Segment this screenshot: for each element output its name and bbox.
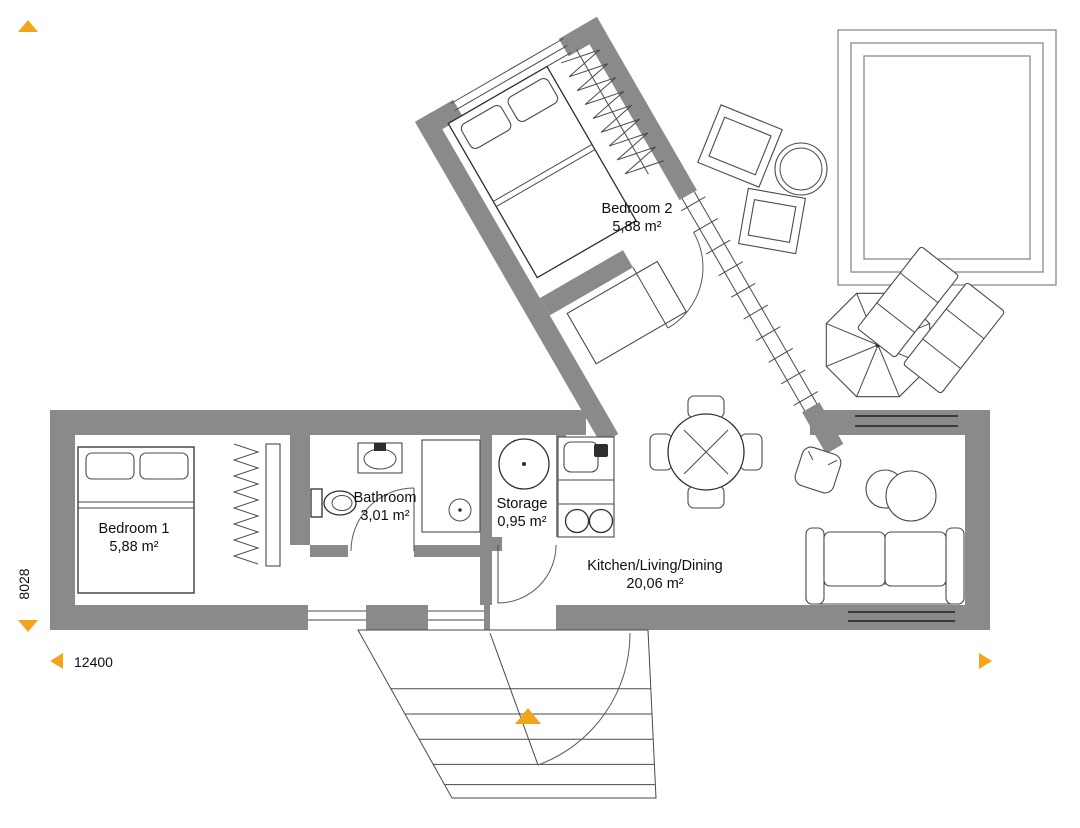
entrance-deck-stairs [357, 629, 657, 799]
dimension-arrow-right-icon [979, 653, 992, 669]
storage-south-stub [492, 537, 502, 551]
storage-label: Storage 0,95 m² [497, 496, 548, 530]
left-wall [50, 410, 75, 630]
vertical-dimension: 8028 [16, 20, 38, 632]
kitchen-living-dining-area: 20,06 m² [626, 576, 683, 592]
bedroom1-name: Bedroom 1 [99, 521, 170, 537]
top-wall-left [50, 410, 586, 435]
bedroom2-left-wall [415, 111, 619, 445]
window-bottom-1 [308, 610, 366, 621]
bottom-wall-1 [50, 605, 308, 630]
storage-door [497, 544, 557, 604]
dimension-arrow-left-icon [50, 653, 63, 669]
kitchen-living-dining-label: Kitchen/Living/Dining 20,06 m² [587, 558, 722, 592]
entrance-arrow-icon [515, 708, 541, 724]
entrance-door [489, 632, 631, 766]
cooktop-burner-1 [564, 508, 590, 534]
bathroom-name: Bathroom [354, 490, 417, 506]
kitchen-counter [557, 436, 615, 538]
kitchen-living-dining-name: Kitchen/Living/Dining [587, 558, 722, 574]
kitchen-sink [563, 441, 599, 473]
bedroom1-bathroom-wall [290, 435, 310, 545]
bathroom-south-wall-b [414, 545, 482, 557]
bottom-wall-2 [366, 605, 428, 630]
bathroom-sink [357, 442, 403, 474]
bathroom-door [350, 487, 415, 552]
dimension-arrow-down-icon [18, 620, 38, 632]
dining-set [649, 395, 763, 509]
outdoor-chair-2 [737, 187, 807, 255]
bathroom-storage-wall [480, 435, 492, 605]
bedroom2-top-wall-stub-left [415, 99, 464, 140]
bedroom1-label: Bedroom 1 5,88 m² [99, 521, 170, 555]
bedroom2-door [632, 232, 704, 329]
cooktop-burner-2 [588, 508, 614, 534]
hall-desk [566, 260, 687, 365]
bedroom1-area: 5,88 m² [109, 539, 158, 555]
main-wing-walls [50, 410, 990, 630]
side-tables [865, 469, 937, 522]
bedroom2-label: Bedroom 2 5,88 m² [602, 201, 673, 235]
sun-lounger-1 [857, 246, 959, 358]
top-wall-right [810, 410, 990, 435]
bedroom2-wardrobe [560, 49, 664, 175]
sofa [805, 527, 965, 605]
floor-cushion [794, 446, 842, 494]
water-heater [498, 438, 550, 490]
window-living-south [848, 611, 955, 622]
bedroom1-wardrobe [232, 443, 281, 567]
bathroom-south-wall-a [310, 545, 348, 557]
storage-name: Storage [497, 496, 548, 512]
outdoor-chair-1 [697, 104, 783, 188]
height-dimension-label: 8028 [16, 568, 32, 599]
dimension-arrow-up-icon [18, 20, 38, 32]
sun-lounger-2 [903, 282, 1005, 394]
outdoor-table [774, 142, 828, 196]
window-bottom-2 [428, 610, 484, 621]
terrace-glass-door [680, 191, 819, 412]
width-dimension-label: 12400 [74, 654, 113, 670]
bottom-wall-4 [556, 605, 990, 630]
bathroom-label: Bathroom 3,01 m² [354, 490, 417, 524]
bedroom2-partition-wall [539, 250, 633, 316]
bedroom2-bed [447, 65, 637, 279]
bathroom-area: 3,01 m² [360, 508, 409, 524]
bottom-wall-3 [484, 605, 490, 630]
right-wall [965, 410, 990, 630]
bedroom1-bed [77, 446, 195, 594]
bedroom2-name: Bedroom 2 [602, 201, 673, 217]
storage-area: 0,95 m² [497, 514, 546, 530]
shower [421, 439, 481, 533]
bedroom2-right-wall [579, 16, 697, 201]
toilet [310, 488, 357, 518]
window-living-north [855, 415, 958, 427]
horizontal-dimension: 12400 [50, 653, 992, 670]
bedroom2-area: 5,88 m² [612, 219, 661, 235]
kitchen-faucet [594, 444, 608, 457]
